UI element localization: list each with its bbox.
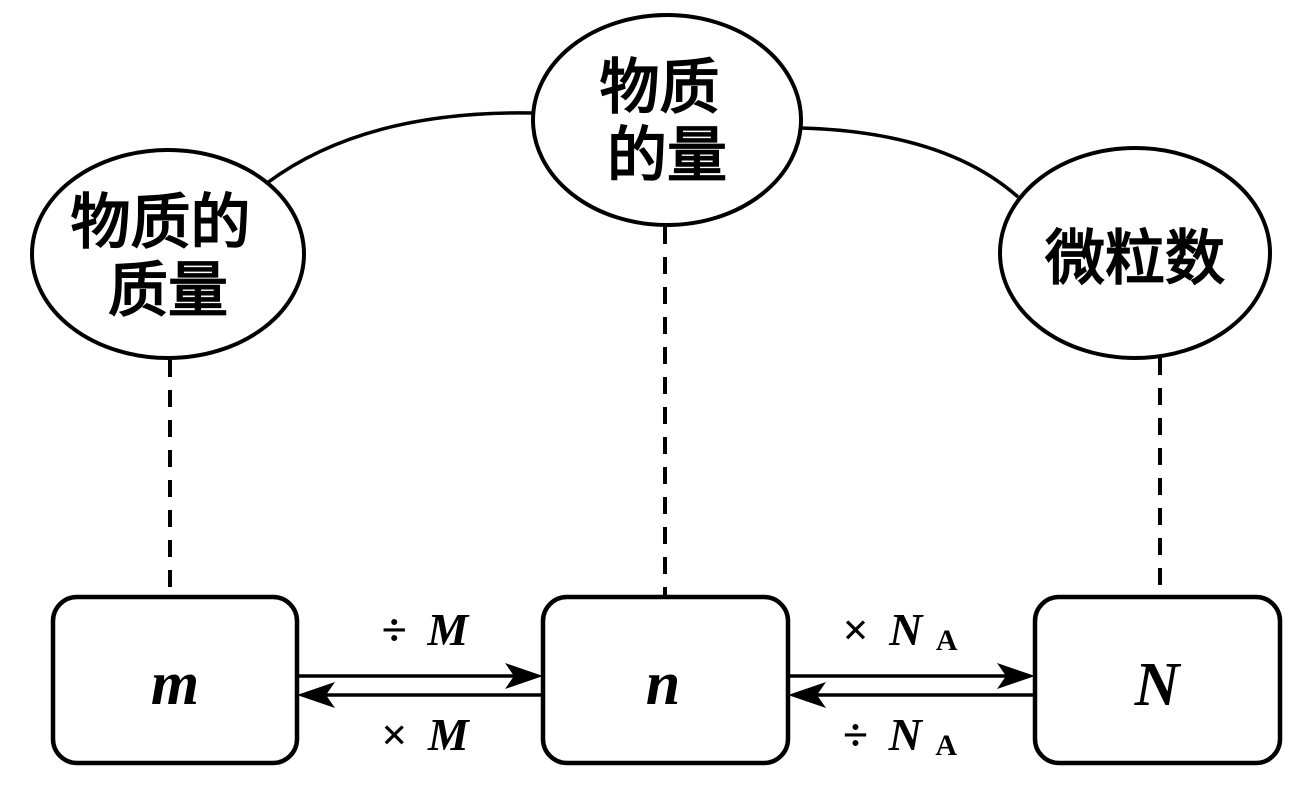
box-amount-symbol: n (646, 650, 680, 718)
box-particles-symbol: N (1134, 651, 1182, 719)
ellipse-amount (531, 13, 803, 227)
ellipse-mass (30, 148, 306, 360)
connector-mass-amount (265, 111, 534, 185)
box-mass-symbol: m (151, 650, 199, 718)
box-particles (1032, 594, 1283, 766)
connector-amount-particles (800, 126, 1020, 199)
label-multiply-M: × M (381, 709, 471, 760)
box-mass (50, 594, 300, 766)
ellipse-particles-label: 微粒数 (1044, 226, 1225, 292)
ellipse-mass-label: 物质的 质量 (71, 190, 266, 324)
label-multiply-NA: × N A (842, 604, 957, 657)
label-divide-NA: ÷ N A (843, 709, 957, 762)
box-amount (540, 594, 791, 766)
ellipse-particles (998, 146, 1272, 360)
ellipse-amount-label: 物质 的量 (600, 55, 735, 189)
arrow-mass-to-amount (297, 663, 543, 689)
arrow-amount-to-particles (788, 663, 1035, 689)
arrow-particles-to-amount (788, 682, 1035, 708)
arrow-amount-to-mass (297, 682, 543, 708)
label-divide-M: ÷ M (382, 604, 471, 655)
